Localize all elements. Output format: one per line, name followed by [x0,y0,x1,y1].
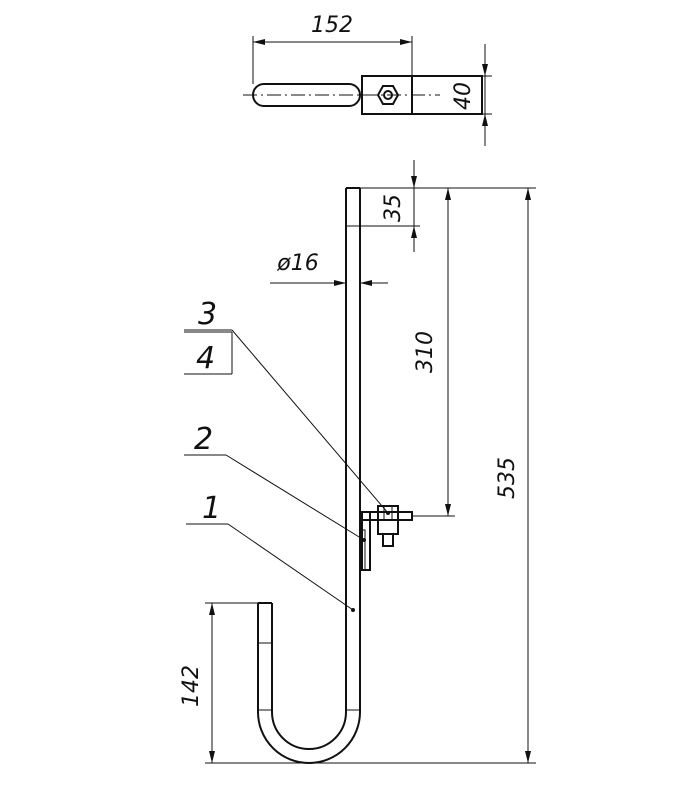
callout-1-dot [351,608,355,612]
callout-3-4-leader [231,329,389,514]
top-view-bracket-extension [411,75,483,115]
nut-bore [383,90,393,100]
callout-3: 3 [198,297,217,332]
top-view: 152 40 [243,13,492,146]
callout-3-4-dot [386,511,390,515]
dim-142-text: 142 [179,665,204,707]
callout-2: 2 [194,422,213,457]
nut-hexagon [376,85,400,105]
bolt-shank [382,533,394,547]
callout-2-leader [225,454,365,541]
dim-152-text: 152 [311,13,353,38]
side-view: 35 ø16 310 535 142 3 4 2 [179,160,536,764]
dim-310-text: 310 [413,331,438,373]
dim-16-text: ø16 [276,251,318,276]
callout-4: 4 [196,341,215,376]
dim-535-text: 535 [495,457,520,499]
hook-inner [271,603,347,750]
dim-35-text: 35 [381,194,406,222]
hook-outer [257,603,361,764]
callout-2-dot [362,538,366,542]
callout-1: 1 [202,491,221,526]
bracket-web [359,529,366,571]
bolt-nut [377,519,399,535]
dim-40-text: 40 [451,82,476,110]
callout-1-leader [227,523,354,611]
